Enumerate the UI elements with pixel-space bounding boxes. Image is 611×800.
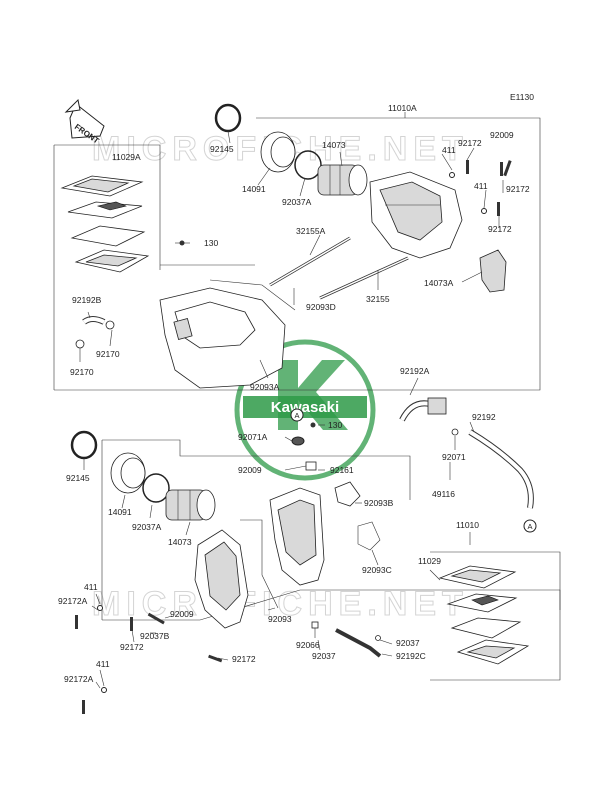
label-11029a: 11029A	[112, 152, 141, 162]
label-92009-b1: 92009	[238, 465, 262, 475]
tubes-32155	[269, 236, 409, 300]
label-92192c: 92192C	[396, 651, 426, 661]
label-92192b: 92192B	[72, 295, 102, 305]
clamp-92145-top	[214, 103, 242, 133]
label-92037a-bottom: 92037A	[132, 522, 162, 532]
label-92066: 92066	[296, 640, 320, 650]
label-92161: 92161	[330, 465, 354, 475]
label-92170-b: 92170	[70, 367, 94, 377]
label-14073-bottom: 14073	[168, 537, 192, 547]
label-32155a: 32155A	[296, 226, 326, 236]
label-32155: 32155	[366, 294, 390, 304]
label-92037-b2: 92037	[312, 651, 336, 661]
bolts-bottom	[75, 605, 381, 714]
hose-92192	[468, 429, 534, 509]
callout-a-top: A	[290, 408, 304, 422]
airbox-bottom	[269, 461, 325, 586]
label-92071: 92071	[442, 452, 466, 462]
duct-14073-top	[317, 164, 368, 196]
logo-text: Kawasaki	[271, 399, 339, 416]
label-11010a: 11010A	[388, 103, 417, 113]
label-92192: 92192	[472, 412, 496, 422]
label-92093a: 92093A	[250, 382, 280, 392]
label-92172a-b2: 92172A	[64, 674, 94, 684]
airbox-top	[159, 279, 296, 389]
label-14091-bottom: 14091	[108, 507, 132, 517]
label-92172-b2: 92172	[232, 654, 256, 664]
label-92172-b1: 92172	[120, 642, 144, 652]
label-92172-t1: 92172	[458, 138, 482, 148]
label-14091-top: 14091	[242, 184, 266, 194]
label-92093b: 92093B	[364, 498, 394, 508]
bolts-top	[449, 160, 512, 216]
label-92071a: 92071A	[238, 432, 268, 442]
cap-14091-top	[260, 131, 296, 173]
front-arrow-icon: FRONT	[64, 98, 105, 146]
label-92037a-top: 92037A	[282, 197, 312, 207]
label-49116: 49116	[432, 489, 455, 499]
duct-14073-bottom	[165, 489, 216, 521]
clamp-92145-bottom	[70, 430, 98, 460]
air-filter-11029	[438, 565, 530, 665]
svg-text:A: A	[527, 522, 532, 531]
label-92037b: 92037B	[140, 631, 170, 641]
label-11010: 11010	[456, 520, 479, 530]
label-130-bottom: 130	[328, 420, 342, 430]
label-92172-t2: 92172	[506, 184, 530, 194]
kawasaki-logo: Kawasaki	[234, 339, 376, 481]
label-411-b2: 411	[96, 659, 110, 669]
label-411-b1: 411	[84, 582, 98, 592]
hose-92192a	[399, 397, 459, 436]
label-411-t2: 411	[474, 181, 488, 191]
label-92145-bottom: 92145	[66, 473, 90, 483]
label-92145-top: 92145	[210, 144, 234, 154]
diagram-code: E1130	[510, 92, 534, 102]
airbox-cover-top	[369, 171, 463, 259]
duct-14073a	[479, 249, 507, 293]
part-labels: 11010A 11029A 92145 14091 92037A 14073 4…	[58, 103, 530, 684]
callout-a-right: A	[523, 519, 537, 533]
label-92172a-b1: 92172A	[58, 596, 88, 606]
label-92093d: 92093D	[306, 302, 336, 312]
label-130-top: 130	[204, 238, 218, 248]
label-92037-b1: 92037	[396, 638, 420, 648]
label-14073-top: 14073	[322, 140, 346, 150]
label-14073a: 14073A	[424, 278, 454, 288]
hose-92192b	[75, 316, 115, 349]
leader-lines	[79, 130, 504, 689]
label-92009-b2: 92009	[170, 609, 194, 619]
label-92093: 92093	[268, 614, 292, 624]
label-92093c: 92093C	[362, 565, 392, 575]
label-92192a: 92192A	[400, 366, 430, 376]
label-92009-t1: 92009	[490, 130, 514, 140]
airbox-cover-bottom	[194, 529, 249, 629]
label-92172-t3: 92172	[488, 224, 512, 234]
label-11029: 11029	[418, 556, 441, 566]
cap-14091-bottom	[110, 452, 146, 494]
air-filter-11029a	[60, 175, 150, 273]
svg-text:A: A	[294, 411, 299, 420]
label-411-t1: 411	[442, 145, 456, 155]
label-92170-a: 92170	[96, 349, 120, 359]
